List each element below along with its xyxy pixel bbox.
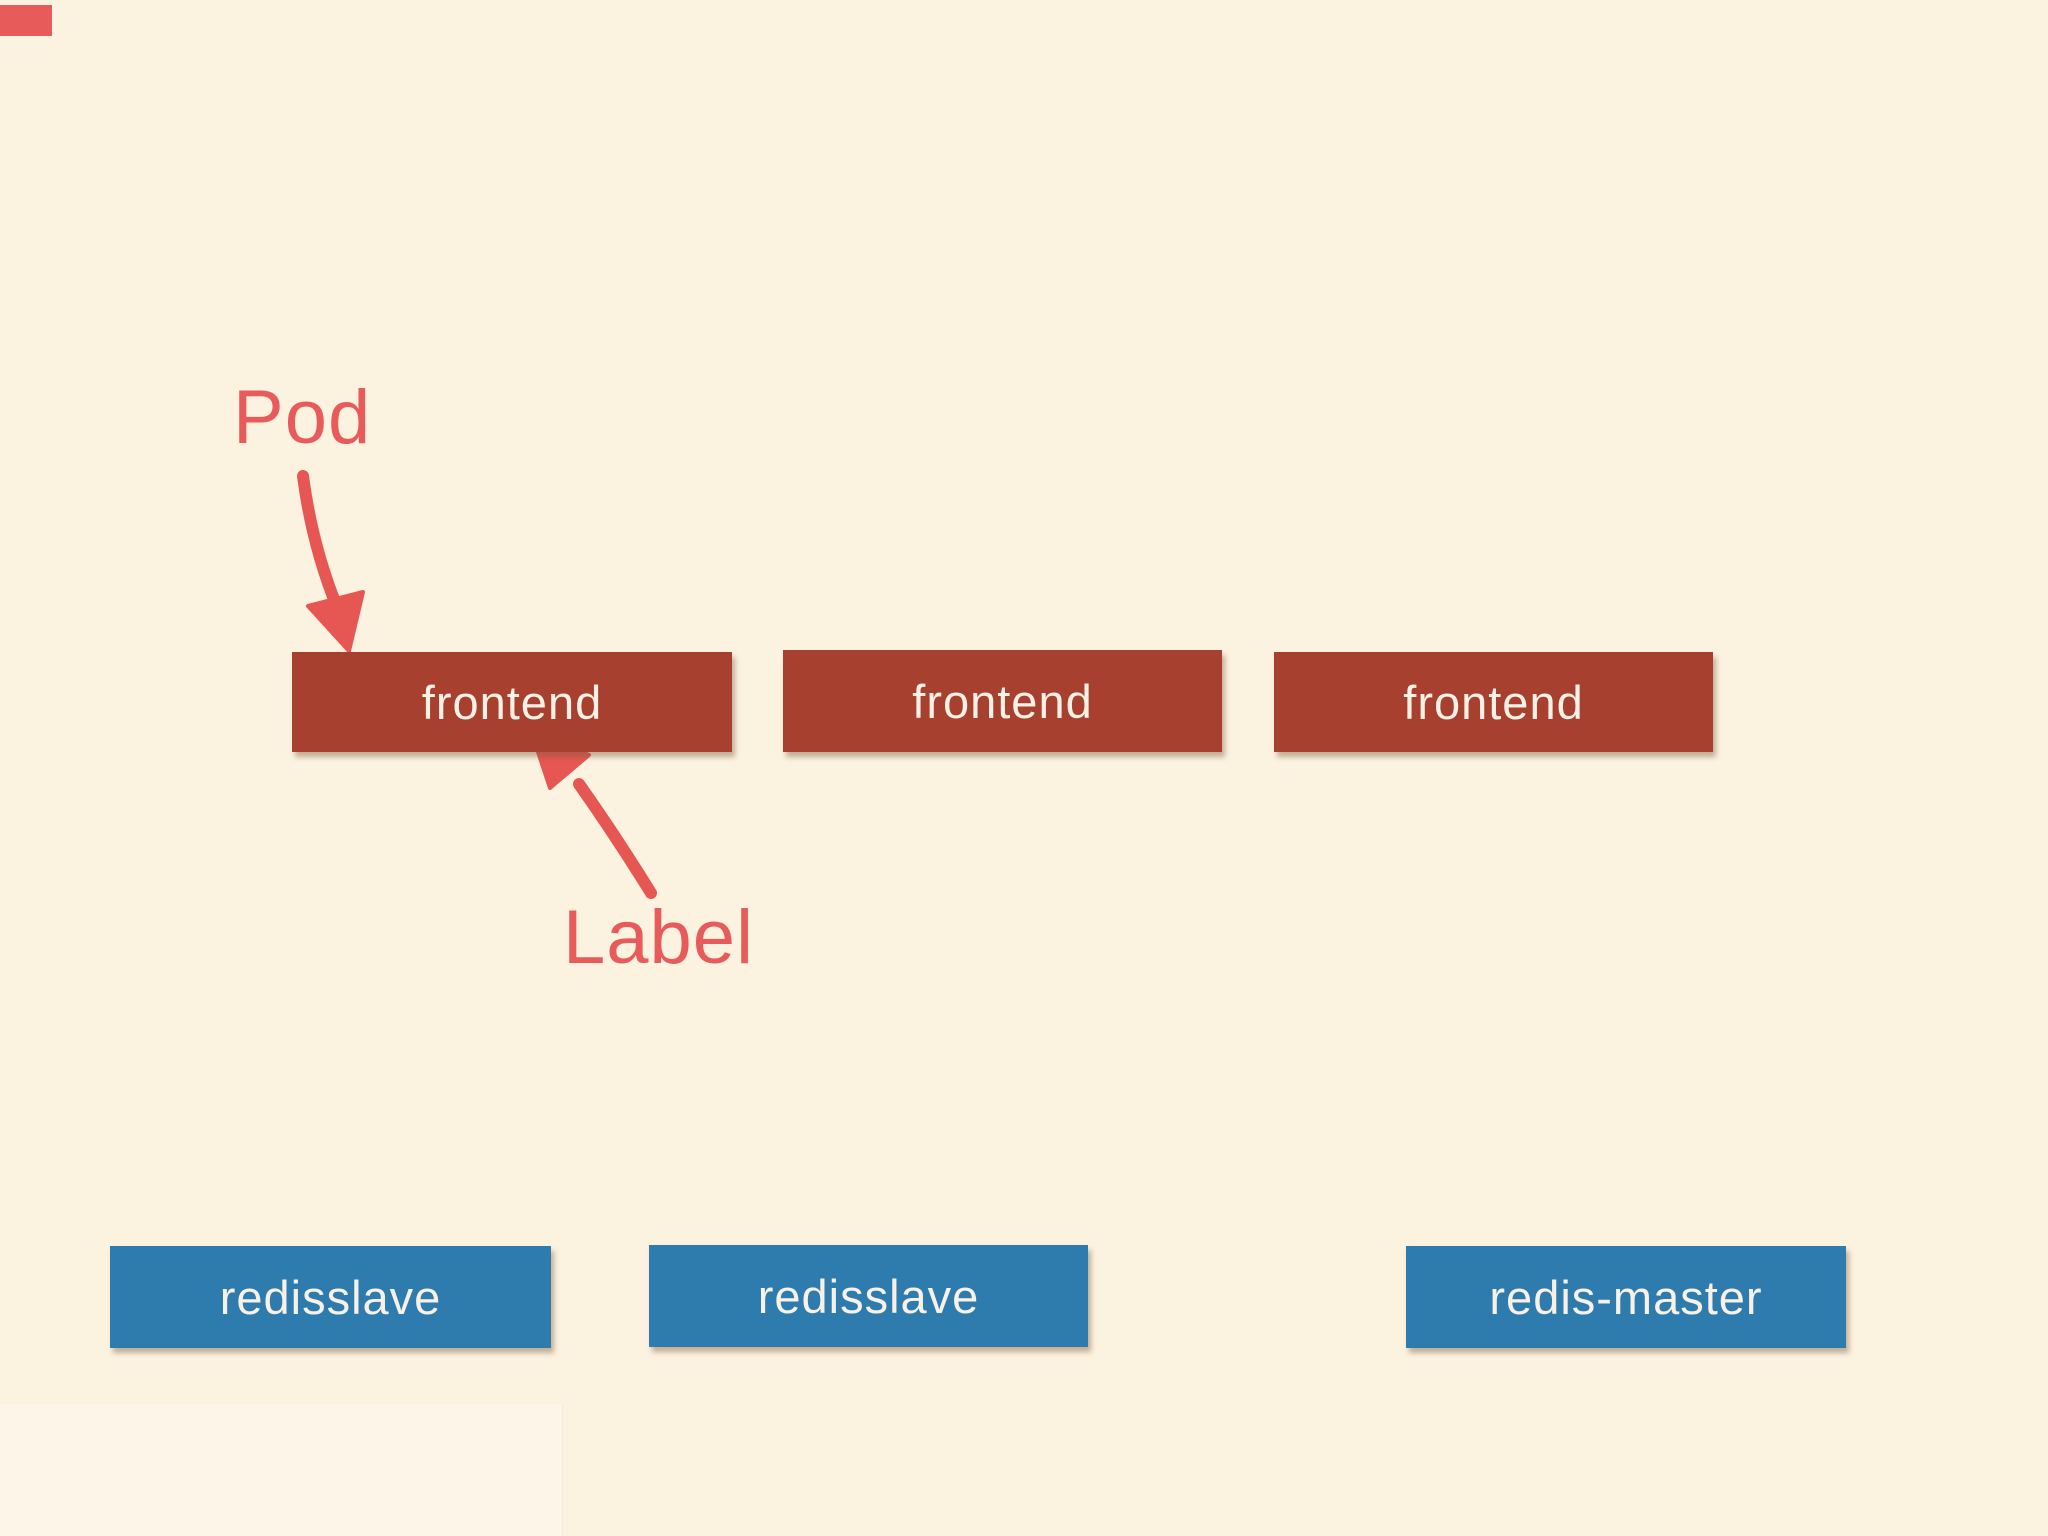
pod-box: frontend — [1274, 652, 1713, 752]
corner-shape — [0, 5, 52, 36]
service-box-label: redisslave — [757, 1269, 980, 1323]
pod-box-label: frontend — [1403, 675, 1584, 729]
pod-box: frontend — [783, 650, 1222, 752]
service-box-label: redisslave — [219, 1270, 442, 1324]
pod-box-label: frontend — [421, 675, 603, 729]
service-box: redisslave — [649, 1245, 1088, 1347]
label-annotation-text: Label — [563, 895, 754, 980]
service-box: redis-master — [1406, 1246, 1846, 1348]
pod-arrow-icon — [297, 470, 365, 653]
pod-box: frontend — [292, 652, 732, 752]
pod-box-label: frontend — [912, 674, 1093, 728]
paper-texture-seam — [0, 1404, 563, 1536]
service-box: redisslave — [110, 1246, 551, 1348]
label-arrow-icon — [529, 729, 657, 899]
service-box-label: redis-master — [1489, 1270, 1763, 1324]
pod-annotation-text: Pod — [233, 375, 372, 460]
